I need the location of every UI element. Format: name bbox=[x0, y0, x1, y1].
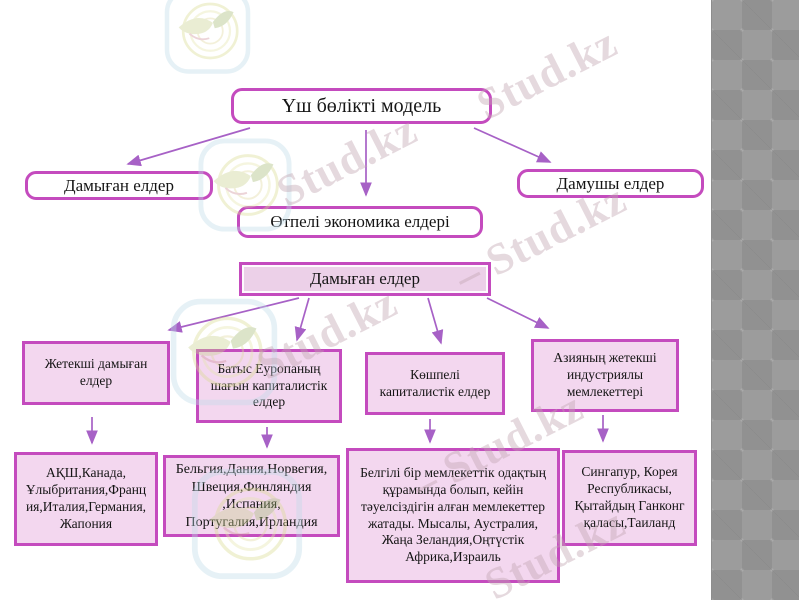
right-pattern-strip bbox=[711, 0, 799, 600]
category-leading-developed: Жетекші дамыған елдер bbox=[22, 341, 170, 405]
detail-leading-developed-list: АҚШ,Канада, Ұлыбритания,Франция,Италия,Г… bbox=[14, 452, 158, 546]
category-asian-industrial: Азияның жетекші индустриялы мемлекеттері bbox=[531, 339, 679, 412]
category-west-europe-small-capitalist: Батыс Еуропаның шағын капиталистік елдер bbox=[196, 349, 342, 423]
root-node-three-part-model: Үш бөлікті модель bbox=[231, 88, 492, 124]
branch-transition-economies: Өтпелі экономика елдері bbox=[237, 206, 483, 238]
detail-west-europe-list: Бельгия,Дания,Норвегия,Швеция,Финляндия … bbox=[163, 455, 340, 537]
branch-developing-countries: Дамушы елдер bbox=[517, 169, 704, 198]
branch-developed-countries: Дамыған елдер bbox=[25, 171, 213, 200]
detail-migrant-capitalist-description: Белгілі бір мемлекеттік одақтың құрамынд… bbox=[346, 448, 560, 583]
developed-countries-header: Дамыған елдер bbox=[239, 262, 491, 296]
category-migrant-capitalist: Көшпелі капиталистік елдер bbox=[365, 352, 505, 415]
studkz-logo-icon bbox=[140, 0, 275, 76]
studkz-watermark: Stud.kz bbox=[469, 17, 626, 130]
detail-asian-industrial-list: Сингапур, Корея Республикасы, Қытайдың Г… bbox=[562, 450, 697, 546]
